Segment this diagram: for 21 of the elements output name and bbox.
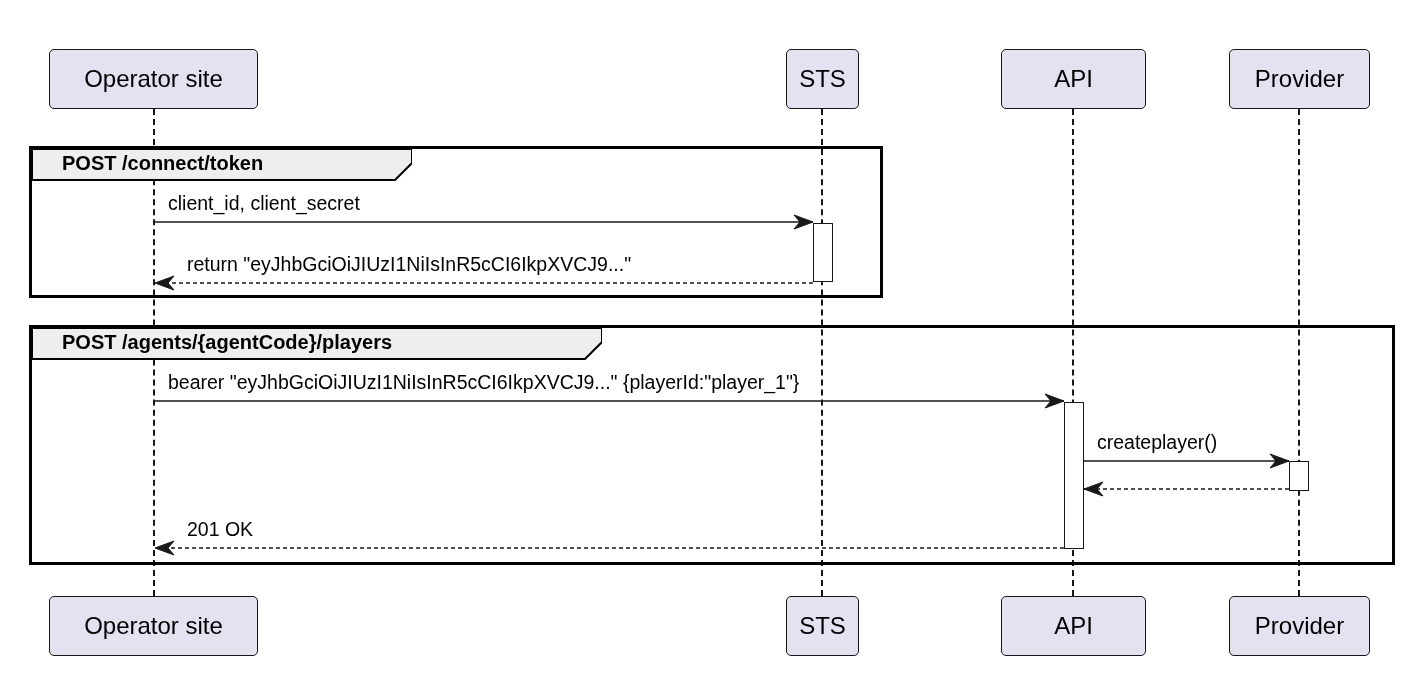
message-arrow [1083,481,1290,497]
participant-box: STS [786,49,859,109]
participant-box: Operator site [49,49,258,109]
message-arrow [1083,453,1290,469]
message-arrow [154,393,1065,409]
activation-bar [813,223,833,282]
message-arrow [154,540,1065,556]
participant-box: API [1001,596,1146,656]
group-frame [29,325,1395,565]
frame-title: POST /agents/{agentCode}/players [62,331,393,354]
frame-title: POST /connect/token [62,152,264,175]
activation-bar [1064,402,1084,549]
participant-box: Provider [1229,596,1370,656]
participant-box: Operator site [49,596,258,656]
participant-box: Provider [1229,49,1370,109]
group-frame [29,146,883,298]
activation-bar [1289,461,1309,491]
participant-box: STS [786,596,859,656]
message-arrow [154,275,814,291]
participant-box: API [1001,49,1146,109]
message-arrow [154,214,814,230]
